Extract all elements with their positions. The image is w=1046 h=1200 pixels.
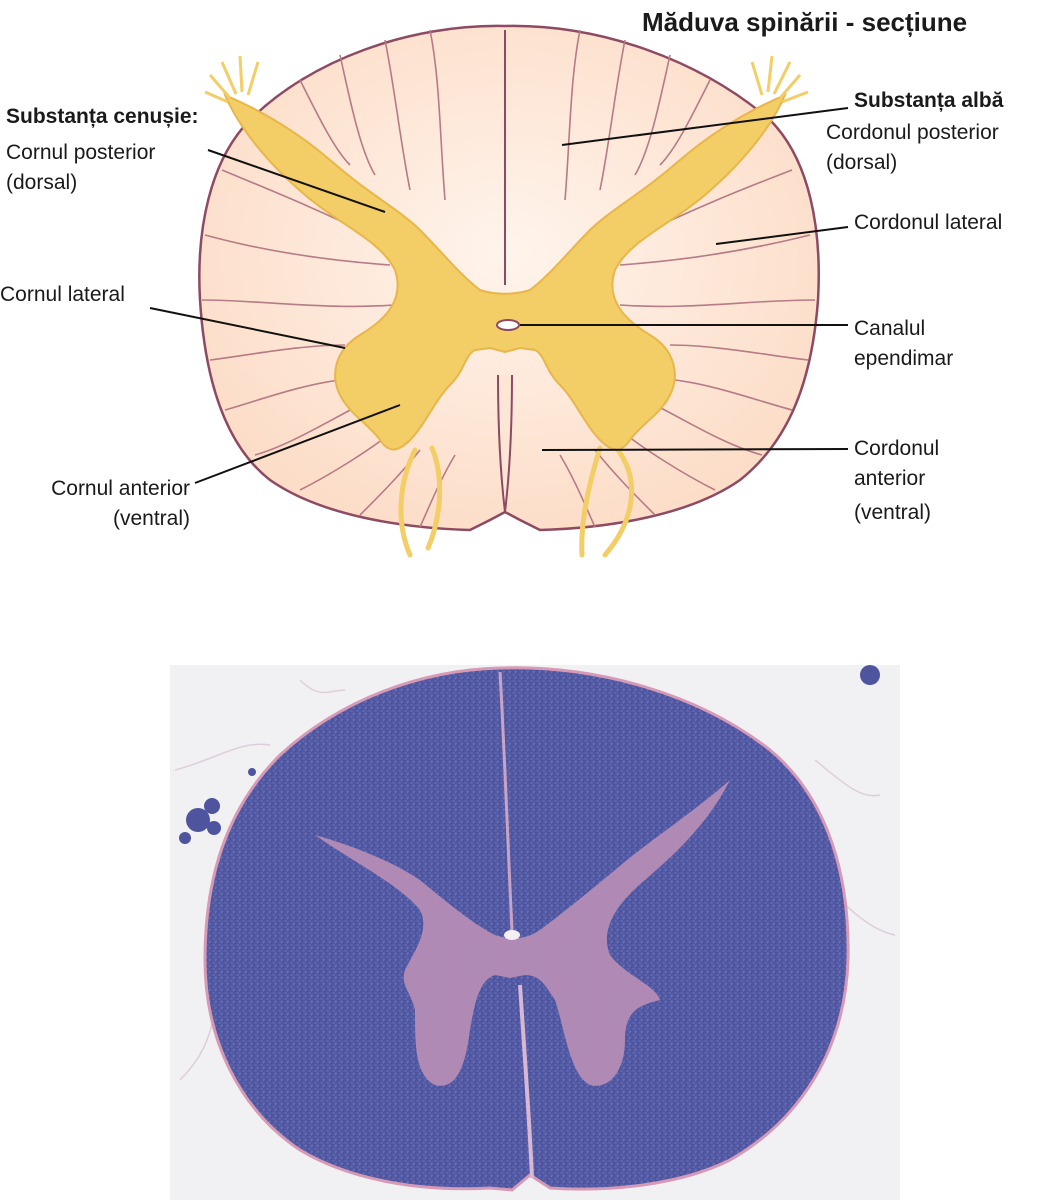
nerve-root-fragments	[179, 665, 880, 844]
stained-cord	[203, 666, 850, 1192]
anterior-median-fissure	[497, 374, 513, 513]
lateral-column-label: Cordonul lateral	[854, 211, 1003, 234]
central-canal-sublabel: ependimar	[854, 347, 954, 370]
micrograph-background	[170, 665, 900, 1200]
stained-posterior-septum	[498, 671, 514, 931]
anterior-column-sublabel-2: (ventral)	[854, 501, 932, 524]
gray-matter-heading: Substanța cenușie:	[6, 105, 199, 128]
anterior-column-label: Cordonul	[854, 437, 940, 460]
meninges-strands	[174, 679, 896, 1081]
leader-lines	[149, 107, 849, 484]
spinal-cord-illustration	[149, 24, 849, 558]
central-canal-label: Canalul	[854, 317, 926, 340]
posterior-column-label: Cordonul posterior	[826, 121, 999, 144]
posterior-horn-label: Cornul posterior	[6, 141, 156, 164]
white-matter-heading: Substanța albă	[854, 89, 1004, 112]
central-canal	[496, 319, 520, 331]
anterior-column-sublabel: anterior	[854, 467, 926, 490]
anterior-horn-label: Cornul anterior	[51, 477, 190, 500]
posterior-horn-sublabel: (dorsal)	[6, 171, 78, 194]
dorsal-rootlets	[204, 55, 809, 104]
stained-central-canal	[504, 930, 520, 940]
stained-anterior-fissure	[518, 984, 534, 1179]
lateral-horn-label: Cornul lateral	[0, 283, 125, 306]
gray-matter	[223, 93, 787, 451]
stained-gray-matter	[315, 780, 730, 1086]
diagram-title: Măduva spinării - secțiune	[642, 7, 968, 37]
ventral-roots	[398, 445, 635, 558]
posterior-column-sublabel: (dorsal)	[826, 151, 898, 174]
anterior-horn-sublabel: (ventral)	[112, 507, 190, 530]
